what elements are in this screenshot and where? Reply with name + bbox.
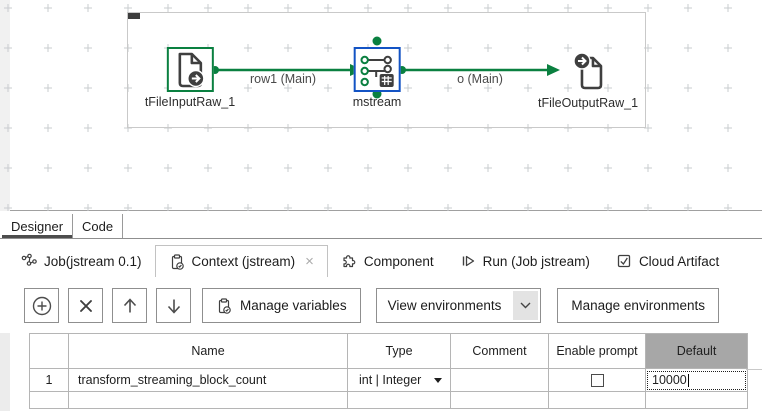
context-toolbar: Manage variables View environments Manag… — [24, 288, 762, 323]
arrow-down-icon — [167, 299, 180, 314]
enable-prompt-cell[interactable] — [548, 368, 646, 392]
col-header-default[interactable]: Default — [645, 333, 748, 369]
clipboard-check-icon — [218, 297, 231, 314]
header-row: Name Type Comment Enable prompt Default — [29, 333, 748, 369]
tab-run[interactable]: Run (Job jstream) — [447, 245, 603, 277]
node-tfileinputraw-1[interactable]: tFileInputRaw_1 — [145, 47, 235, 109]
cloud-artifact-icon — [617, 254, 631, 268]
table-row: 1 transform_streaming_block_count int | … — [29, 368, 748, 392]
col-header-rownum[interactable] — [29, 333, 69, 369]
canvas-grid-and-connections — [0, 0, 762, 211]
col-header-comment[interactable]: Comment — [450, 333, 549, 369]
text-cursor — [687, 373, 689, 387]
view-environments-select[interactable]: View environments — [375, 288, 542, 323]
button-label: Manage environments — [571, 298, 705, 313]
tab-designer[interactable]: Designer — [2, 214, 72, 238]
view-tab-bar: Job(jstream 0.1) Context (jstream) × Com… — [0, 245, 762, 277]
table-left-margin — [0, 333, 10, 411]
button-label: Manage variables — [240, 298, 347, 313]
tab-cloud-artifact[interactable]: Cloud Artifact — [603, 245, 732, 277]
node-mstream[interactable]: mstream — [352, 47, 402, 109]
arrow-up-icon — [123, 297, 136, 312]
node-label: tFileOutputRaw_1 — [537, 96, 639, 110]
connection-label-row1[interactable]: row1 (Main) — [250, 72, 316, 86]
file-input-raw-icon — [166, 47, 214, 92]
tab-label: Job(jstream 0.1) — [44, 253, 142, 269]
add-variable-button[interactable] — [24, 288, 59, 323]
col-header-type[interactable]: Type — [347, 333, 451, 369]
mstream-top-anchor — [372, 36, 382, 46]
component-icon — [343, 255, 356, 268]
x-icon — [79, 299, 92, 312]
job-design-canvas[interactable]: row1 (Main) o (Main) tFileInputRaw_1 — [0, 0, 762, 211]
page-corner-handle — [128, 13, 140, 19]
selected-option: View environments — [387, 298, 502, 313]
context-icon — [171, 253, 184, 270]
editor-mode-tabs: Designer Code — [0, 211, 762, 239]
tab-label: Cloud Artifact — [638, 253, 720, 269]
run-icon — [462, 255, 474, 267]
col-header-enable-prompt[interactable]: Enable prompt — [548, 333, 646, 369]
default-value: 10000 — [652, 373, 687, 387]
tab-job[interactable]: Job(jstream 0.1) — [8, 245, 155, 277]
plus-circle-icon — [32, 296, 51, 315]
tab-label: Context (jstream) — [191, 254, 296, 269]
variable-type-cell[interactable]: int | Integer — [347, 368, 451, 392]
node-tfileoutputraw-1[interactable]: tFileOutputRaw_1 — [538, 48, 638, 110]
context-variables-table: Name Type Comment Enable prompt Default … — [29, 333, 748, 409]
variable-name-cell[interactable]: transform_streaming_block_count — [68, 368, 348, 392]
tab-component[interactable]: Component — [328, 245, 447, 277]
connection-label-o[interactable]: o (Main) — [457, 72, 503, 86]
type-value: int | Integer — [359, 373, 422, 387]
job-page-outline — [127, 12, 646, 128]
variable-comment-cell[interactable] — [450, 368, 549, 392]
close-icon[interactable]: × — [305, 253, 314, 270]
file-output-raw-icon — [565, 48, 612, 93]
map-transform-icon — [353, 47, 401, 92]
default-value-cell[interactable]: 10000 — [645, 368, 748, 392]
remove-variable-button[interactable] — [68, 288, 103, 323]
move-up-button[interactable] — [112, 288, 147, 323]
empty-table-row — [29, 391, 748, 409]
dropdown-arrow-icon[interactable] — [434, 378, 442, 383]
manage-environments-button[interactable]: Manage environments — [557, 288, 719, 323]
tab-label: Run (Job jstream) — [482, 253, 590, 269]
job-icon — [21, 253, 37, 266]
node-label: tFileInputRaw_1 — [144, 95, 236, 109]
node-label: mstream — [352, 95, 402, 109]
tab-label: Component — [363, 253, 434, 269]
tab-code[interactable]: Code — [72, 214, 124, 238]
header-extension-line — [746, 369, 762, 370]
enable-prompt-checkbox[interactable] — [590, 374, 604, 388]
col-header-name[interactable]: Name — [68, 333, 348, 369]
default-value-editor[interactable]: 10000 — [647, 370, 746, 390]
move-down-button[interactable] — [156, 288, 191, 323]
row-number-cell: 1 — [29, 368, 69, 392]
tab-context[interactable]: Context (jstream) × — [154, 245, 328, 277]
chevron-down-icon — [513, 291, 539, 320]
manage-variables-button[interactable]: Manage variables — [202, 288, 361, 323]
